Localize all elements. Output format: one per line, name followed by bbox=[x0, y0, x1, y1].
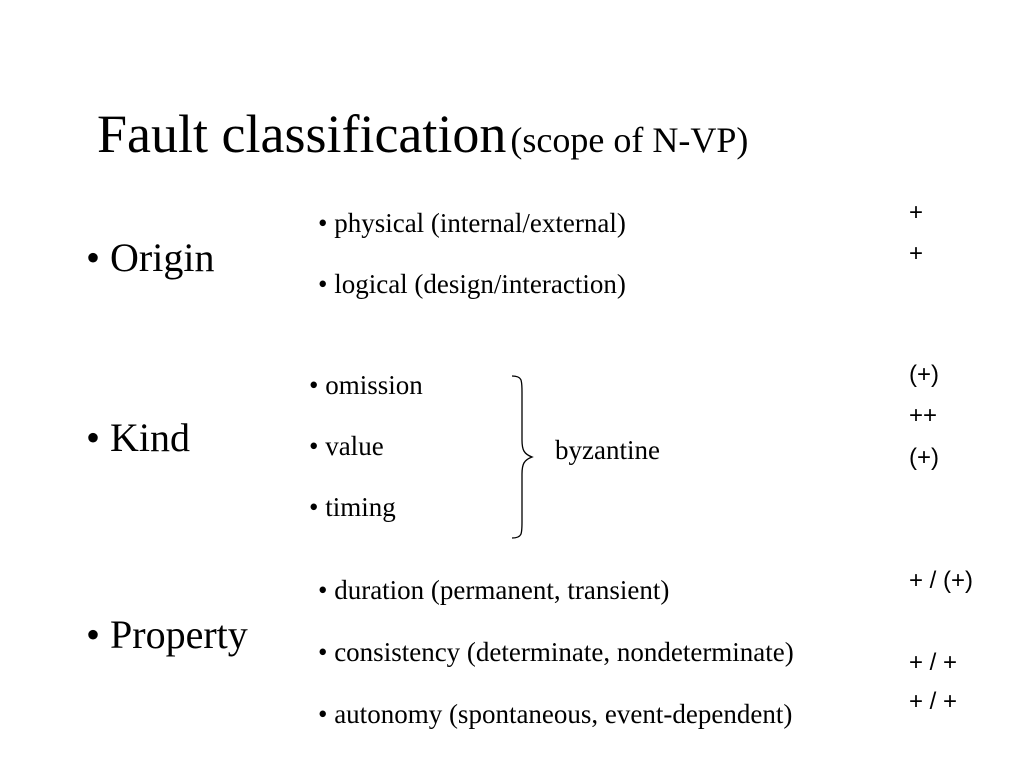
origin-item-physical: • physical (internal/external) bbox=[318, 208, 626, 238]
origin-item-logical: • logical (design/interaction) bbox=[318, 269, 626, 299]
property-item-autonomy: • autonomy (spontaneous, event-dependent… bbox=[318, 699, 793, 729]
category-property: • Property bbox=[86, 612, 248, 657]
kind-group-byzantine: byzantine bbox=[555, 435, 660, 465]
kind-item-timing: • timing bbox=[309, 492, 396, 522]
category-origin: • Origin bbox=[86, 235, 215, 280]
title-main: Fault classification bbox=[97, 104, 507, 164]
curly-brace-icon bbox=[511, 375, 534, 539]
kind-item-omission: • omission bbox=[309, 370, 423, 400]
scope-mark-timing: (+) bbox=[909, 444, 939, 471]
property-item-consistency: • consistency (determinate, nondetermina… bbox=[318, 637, 794, 667]
property-item-duration: • duration (permanent, transient) bbox=[318, 575, 670, 605]
category-kind: • Kind bbox=[86, 415, 191, 460]
scope-mark-value: ++ bbox=[909, 402, 938, 429]
scope-mark-omission: (+) bbox=[909, 361, 939, 388]
scope-mark-logical: + bbox=[909, 240, 924, 267]
title-scope: (scope of N-VP) bbox=[510, 120, 749, 160]
kind-item-value: • value bbox=[309, 431, 384, 461]
scope-mark-autonomy: + / + bbox=[909, 688, 958, 715]
slide-title: Fault classification (scope of N-VP) bbox=[97, 107, 748, 161]
scope-mark-physical: + bbox=[909, 199, 924, 226]
scope-mark-duration: + / (+) bbox=[909, 567, 974, 594]
scope-mark-consistency: + / + bbox=[909, 649, 958, 676]
